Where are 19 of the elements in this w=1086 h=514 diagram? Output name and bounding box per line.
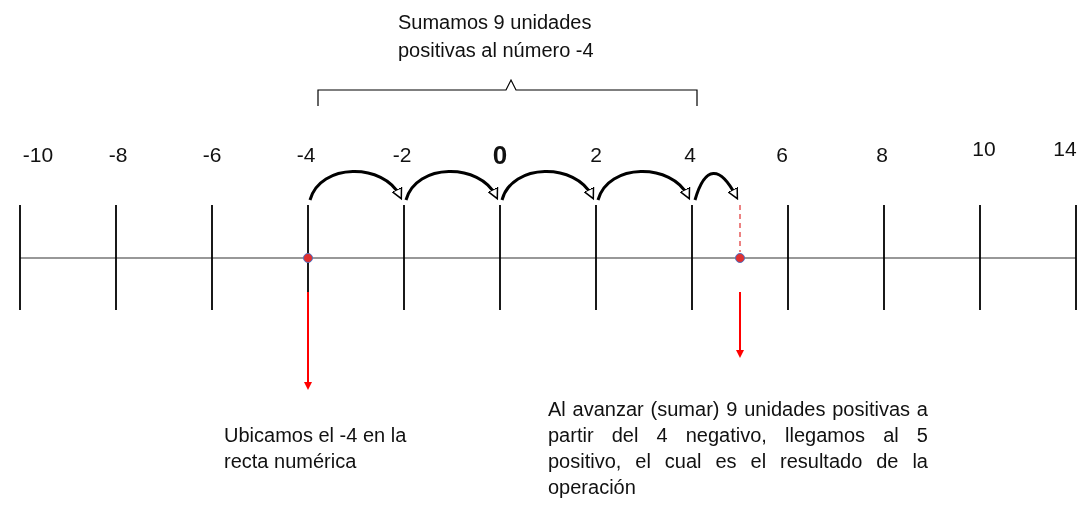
tick-label: 6	[775, 142, 789, 168]
tick-label: -10	[21, 142, 55, 168]
arrow	[304, 291, 312, 390]
annotation-text: Al avanzar (sumar) 9 unidades positivas a partir del 4 negativo, llegamos al 5 positivo, el cual es el resultado de la operación	[548, 397, 928, 500]
point-marker	[302, 252, 313, 263]
tick-label: -2	[391, 142, 413, 168]
tick-label: 8	[875, 142, 889, 168]
brace-label: Sumamos 9 unidades positivas al número -4	[398, 10, 595, 63]
tick-label: -8	[107, 142, 129, 168]
tick-label: 4	[683, 142, 697, 168]
annotation-text: Ubicamos el -4 en la recta numérica	[224, 423, 408, 474]
tick-label: 2	[589, 142, 603, 168]
tick-label: 0	[491, 140, 509, 170]
point-marker	[734, 252, 745, 263]
arrow	[736, 291, 744, 358]
tick-label: -4	[295, 142, 317, 168]
tick-label: 10	[971, 136, 997, 162]
tick-label: -6	[201, 142, 223, 168]
tick-label: 14	[1052, 136, 1078, 162]
